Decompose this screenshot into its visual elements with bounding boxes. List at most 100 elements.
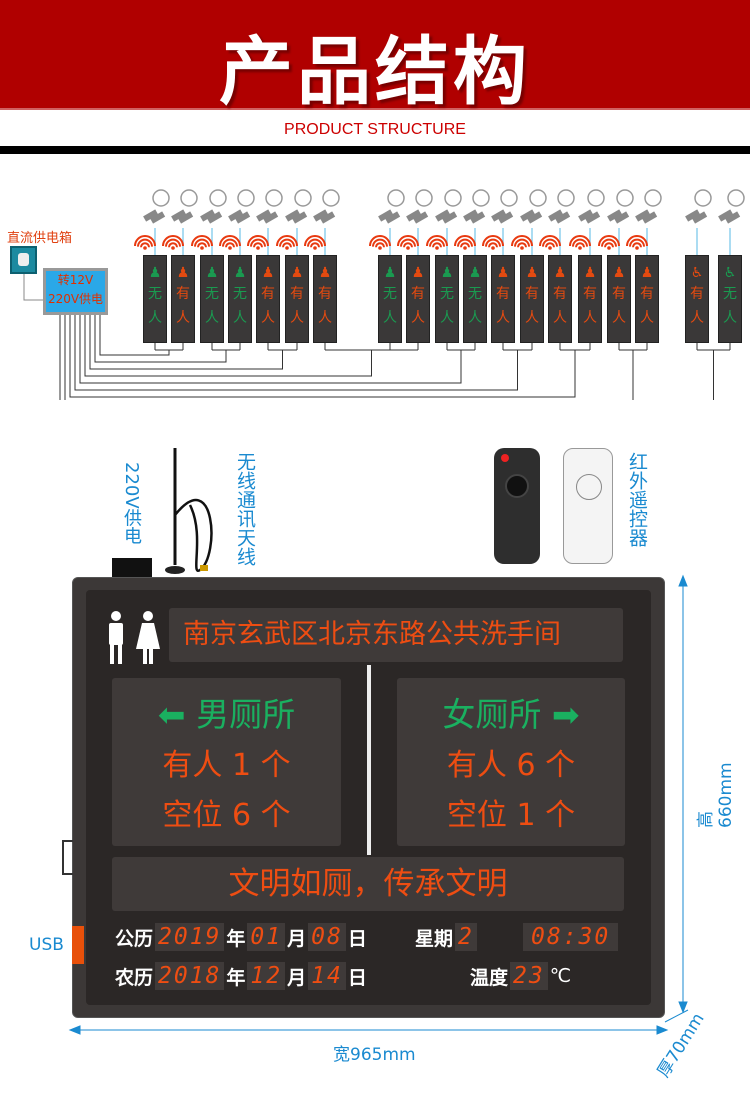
female-stall-indicator: ♟无人 [463,255,487,343]
sensor-magnet-icon [520,209,536,222]
wifi-icon [607,246,611,250]
arrow-right-icon: ➡ [541,695,580,734]
person-icon: ♟ [640,265,654,281]
stall-status-2: 人 [723,310,737,326]
female-vacant-label: 空位 [446,798,507,833]
sensor-magnet-icon [171,209,187,222]
stall-status-1: 无 [440,286,454,302]
restroom-people-icon [109,611,160,664]
psu-line2: 220V供电 [47,292,104,306]
usb-label: USB [29,935,64,955]
female-stall-indicator: ♟无人 [378,255,402,343]
stall-status-1: 有 [261,286,275,302]
wifi-icon [406,246,410,250]
sensor-magnet-icon [385,211,401,224]
sensor-ring-icon [727,189,745,207]
wifi-icon [369,235,391,247]
wifi-icon [400,238,416,247]
sensor-ring-icon [415,189,433,207]
wifi-icon [520,246,524,250]
person-icon: ♟ [440,265,454,281]
power-wire [64,315,634,400]
sensor-magnet-icon [442,211,458,224]
female-stall-indicator: ♟有人 [548,255,572,343]
sensor-ring-icon [265,189,283,207]
slogan-display: 文明如厕，传承文明 [112,857,624,911]
sensor-magnet-icon [491,209,507,222]
wifi-icon [256,246,260,250]
stall-status-2: 人 [411,310,425,326]
year-unit: 年 [226,927,246,950]
temp-unit: ℃ [549,965,572,987]
wifi-icon [572,238,588,247]
sensor-ring-icon [322,189,340,207]
wifi-icon [304,235,326,247]
sensor-magnet-icon [285,209,301,222]
wifi-icon [225,242,235,248]
solar-year: 2019 [155,923,225,951]
person-icon: ♟ [553,265,567,281]
wifi-icon [632,242,642,248]
weekday-label: 星期 [415,927,454,950]
wifi-icon [463,246,467,250]
stall-status-1: 无 [148,286,162,302]
male-stall-indicator: ♟有人 [171,255,195,343]
female-title: 女厕所 [442,695,542,734]
antenna-label: 无线通讯天线 [234,452,256,566]
wifi-icon [140,242,150,248]
female-vacant-count: 1 [516,798,536,833]
power-wire [89,315,283,370]
power-plug [112,558,152,578]
person-icon: ♟ [261,265,275,281]
female-stall-indicator: ♟有人 [635,255,659,343]
stall-status-1: 有 [318,286,332,302]
sensor-ring-icon [387,189,405,207]
wifi-icon [253,242,263,248]
month-unit: 月 [287,966,307,989]
accessible-stall-indicator: ♿无人 [718,255,742,343]
wheelchair-icon: ♿ [690,265,704,281]
sensor-ring-icon [500,189,518,207]
usb-port[interactable] [72,926,84,964]
power-wire [84,315,372,377]
sensor-ring-icon [587,189,605,207]
solar-month: 01 [247,923,286,951]
sensor-magnet-icon [263,211,279,224]
remote-label: 红外遥控器 [626,452,648,547]
wifi-icon [457,238,473,247]
time-group: 08:30 [523,923,619,951]
sensor-magnet-icon [607,209,623,222]
wifi-icon [598,235,620,247]
sensor-ring-icon [529,189,547,207]
male-stall-indicator: ♟ 无人 [143,255,167,343]
wifi-icon [429,238,445,247]
person-icon: ♟ [290,265,304,281]
person-icon: ♟ [148,265,162,281]
stall-status-2: 人 [553,310,567,326]
wifi-icon [629,238,645,247]
sensor-magnet-icon [685,209,701,222]
height-dimension: 高660mm [696,762,736,828]
sensor-ring-icon [694,189,712,207]
wifi-icon [247,235,269,247]
sensor-ring-icon [644,189,662,207]
wifi-icon [162,235,184,247]
stall-status-2: 人 [148,310,162,326]
socket-wire [23,274,43,301]
wifi-icon [134,235,156,247]
male-occupied-count: 1 [231,748,252,783]
page-subtitle: PRODUCT STRUCTURE [284,121,466,138]
wifi-icon [569,235,591,247]
wifi-icon [313,246,317,250]
sensor-ring-icon [180,189,198,207]
wifi-icon [454,235,476,247]
sensor-magnet-icon [228,209,244,222]
stall-status-2: 人 [318,310,332,326]
sensor-magnet-icon [150,211,166,224]
wifi-icon [435,246,439,250]
sensor-magnet-icon [498,211,514,224]
person-icon: ♟ [233,265,247,281]
unit: 个 [260,798,291,833]
